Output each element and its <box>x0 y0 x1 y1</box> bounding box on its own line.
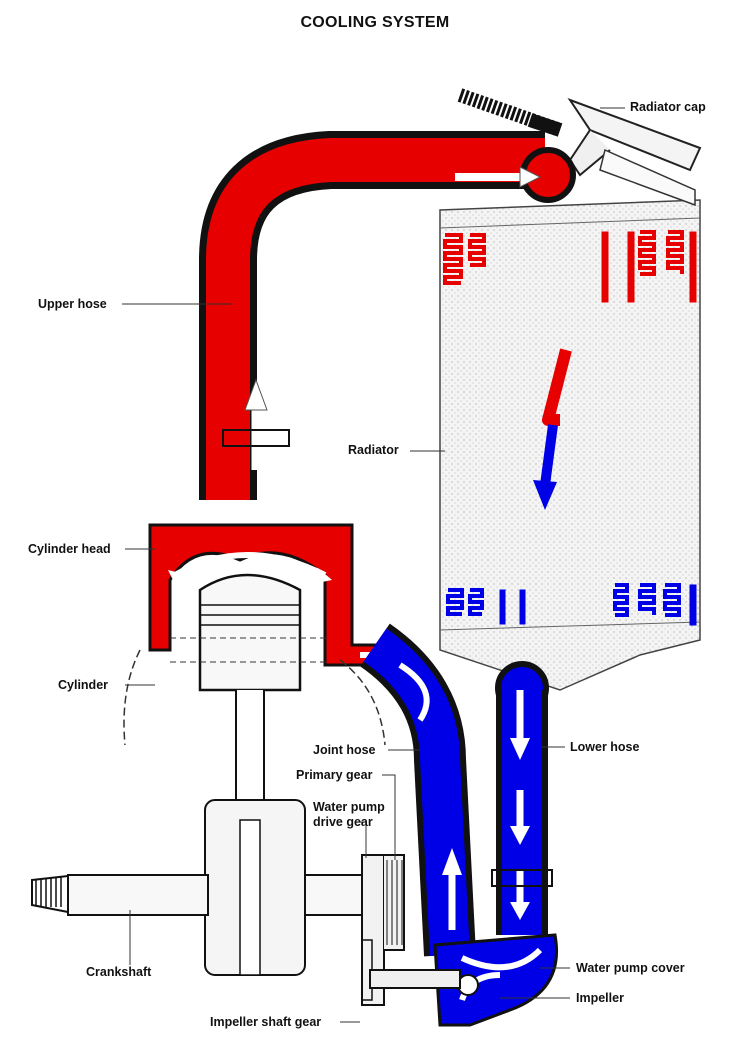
upper-hose <box>199 131 576 500</box>
radiator-cold-fins <box>446 583 697 626</box>
cylinder-head-label: Cylinder head <box>28 542 111 556</box>
radiator <box>439 199 701 691</box>
water-pump <box>369 933 558 1027</box>
lower-hose <box>491 661 553 935</box>
cylinder-head <box>148 523 390 667</box>
impeller-label: Impeller <box>576 991 624 1005</box>
upper-hose-label: Upper hose <box>38 297 107 311</box>
water-pump-drive-gear-label-line2: drive gear <box>313 815 373 829</box>
water-pump-cover-label: Water pump cover <box>576 961 685 975</box>
joint-hose-label: Joint hose <box>313 743 376 757</box>
crankshaft <box>31 799 366 976</box>
joint-hose <box>359 623 476 1010</box>
radiator-cap <box>457 88 702 207</box>
radiator-flow-arrow <box>533 348 572 510</box>
radiator-label: Radiator <box>348 443 399 457</box>
primary-gear <box>361 854 405 1006</box>
radiator-hot-fins <box>443 230 697 303</box>
leader-lines <box>122 107 625 1023</box>
impeller-shaft-gear-label: Impeller shaft gear <box>210 1015 322 1029</box>
lower-hose-label: Lower hose <box>570 740 640 754</box>
water-pump-drive-gear-label-line1: Water pump <box>313 800 385 814</box>
radiator-cap-label: Radiator cap <box>630 100 706 114</box>
diagram-title: COOLING SYSTEM <box>300 14 450 31</box>
crankshaft-label: Crankshaft <box>86 965 152 979</box>
cylinder-label: Cylinder <box>58 678 109 692</box>
primary-gear-label: Primary gear <box>296 768 373 782</box>
